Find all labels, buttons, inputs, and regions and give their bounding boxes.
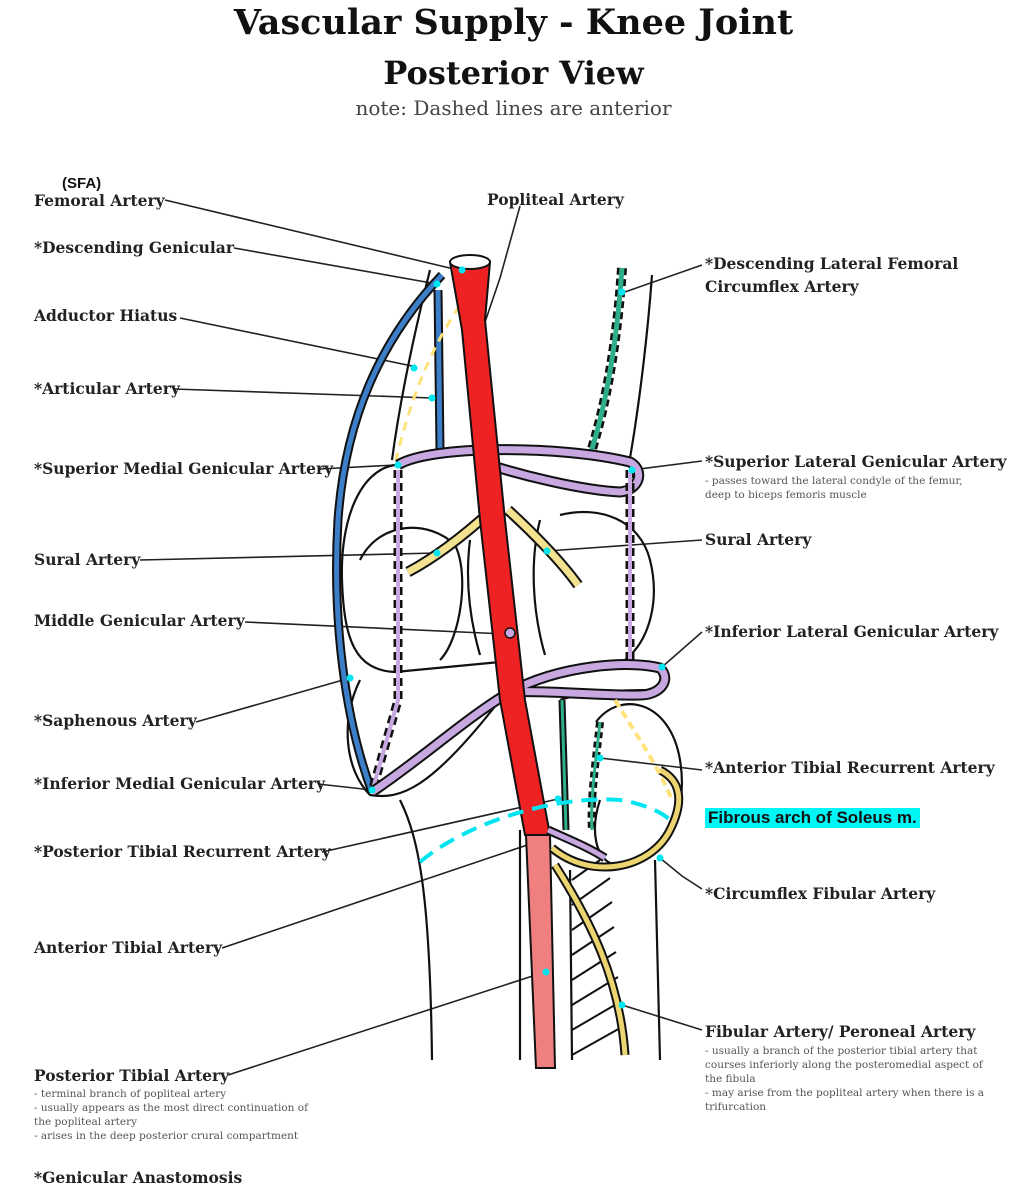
leader-popliteal (482, 205, 521, 329)
note-line: - arises in the deep posterior crural co… (34, 1130, 299, 1142)
lateral-condyle (559, 510, 655, 661)
label-anterior-tibial-recurrent: *Anterior Tibial Recurrent Artery (705, 758, 995, 777)
leader-sural-left (139, 552, 438, 561)
anterior-tibial-branches (558, 699, 604, 831)
diagram-subtitle: Posterior View (383, 54, 644, 92)
label-sural-artery-right: Sural Artery (705, 530, 812, 549)
note-line: the fibula (705, 1073, 756, 1085)
leader-superior-medial (319, 464, 396, 470)
leader-anterior-tibial-recurrent (599, 757, 703, 771)
leader-circumflex-fibular (659, 857, 703, 890)
leader-descending-genicular (233, 247, 438, 285)
leader-articular (173, 388, 433, 399)
leader-saphenous (195, 677, 351, 723)
medial-condyle (340, 463, 501, 674)
label-adductor-hiatus: Adductor Hiatus (34, 306, 178, 325)
middle-genicular-origin (504, 627, 516, 639)
diagram-note: note: Dashed lines are anterior (355, 96, 672, 120)
note-line: - usually appears as the most direct con… (34, 1102, 308, 1114)
popliteal-cut-end (449, 254, 491, 270)
descending-lateral-femoral-circumflex (585, 267, 627, 457)
fibrous-arch-soleus (418, 797, 672, 864)
label-articular-artery: *Articular Artery (34, 379, 180, 398)
note-line: - terminal branch of popliteal artery (34, 1088, 227, 1100)
label-fibrous-arch-soleus: Fibrous arch of Soleus m. (705, 808, 920, 828)
label-superior-medial-genicular: *Superior Medial Genicular Artery (34, 459, 334, 478)
leader-inferior-lateral (661, 631, 703, 668)
label-inferior-medial-genicular: *Inferior Medial Genicular Artery (34, 774, 326, 793)
label-femoral-artery: Femoral Artery (34, 191, 165, 210)
leader-fibular (621, 1004, 703, 1031)
note-line: - usually a branch of the posterior tibi… (705, 1045, 978, 1057)
fibula-shaft-medial (568, 869, 574, 1061)
note-line: - passes toward the lateral condyle of t… (705, 475, 963, 487)
note-line: - may arise from the popliteal artery wh… (705, 1087, 985, 1099)
leader-posterior-tibial-recurrent (321, 798, 559, 853)
note-posterior-tibial: - terminal branch of popliteal artery - … (34, 1087, 308, 1143)
leader-sural-right (546, 539, 703, 552)
label-descending-genicular: *Descending Genicular (34, 238, 234, 257)
label-saphenous-artery: *Saphenous Artery (34, 711, 197, 730)
label-fibular-artery: Fibular Artery/ Peroneal Artery (705, 1022, 976, 1041)
note-fibular: - usually a branch of the posterior tibi… (705, 1044, 984, 1114)
leader-inferior-medial (317, 783, 373, 791)
label-sural-artery-left: Sural Artery (34, 550, 141, 569)
leader-middle-genicular (244, 621, 506, 635)
fibular-arteries (549, 698, 684, 1056)
leader-posterior-tibial (227, 971, 546, 1076)
leader-lines (139, 199, 703, 1076)
label-middle-genicular: Middle Genicular Artery (34, 611, 245, 630)
interosseous-hatching (571, 859, 623, 1056)
fibula-shaft-lateral (653, 859, 662, 1061)
label-popliteal-artery: Popliteal Artery (487, 190, 624, 209)
posterior-tibial-artery (524, 834, 557, 1069)
label-inferior-lateral-genicular: *Inferior Lateral Genicular Artery (705, 622, 999, 641)
note-line: deep to biceps femoris muscle (705, 489, 867, 501)
label-posterior-tibial-recurrent: *Posterior Tibial Recurrent Artery (34, 842, 331, 861)
intercondylar-line (466, 539, 482, 656)
fibula-head (593, 703, 683, 867)
note-line: trifurcation (705, 1101, 767, 1113)
leader-descending-lateral (621, 264, 703, 294)
note-line: the popliteal artery (34, 1116, 138, 1128)
genicular-anastomosis-ring (367, 444, 671, 797)
femur-shaft-lateral (628, 274, 654, 459)
posterior-tibial-recurrent (546, 827, 607, 861)
saphenous-artery-path (332, 271, 446, 794)
leader-adductor-hiatus (179, 317, 413, 367)
label-anterior-tibial-artery: Anterior Tibial Artery (34, 938, 223, 957)
label-circumflex-fibular: *Circumflex Fibular Artery (705, 884, 936, 903)
note-superior-lateral-genicular: - passes toward the lateral condyle of t… (705, 474, 963, 502)
label-superior-lateral-genicular: *Superior Lateral Genicular Artery (705, 452, 1007, 471)
label-posterior-tibial-artery: Posterior Tibial Artery (34, 1066, 230, 1085)
diagram-title: Vascular Supply - Knee Joint (233, 2, 794, 43)
leader-superior-lateral (631, 460, 703, 471)
label-descending-lateral-femoral-2: Circumflex Artery (705, 277, 859, 296)
note-line: courses inferiorly along the posteromedi… (705, 1059, 983, 1071)
leader-anterior-tibial (221, 837, 549, 949)
label-genicular-anastomosis: *Genicular Anastomosis (34, 1168, 243, 1187)
sfa-label: (SFA) (62, 175, 102, 192)
label-descending-lateral-femoral-1: *Descending Lateral Femoral (705, 254, 959, 273)
label-anchor-points (346, 266, 666, 1009)
leader-femoral (164, 199, 459, 271)
tibia-shaft-medial (399, 799, 434, 1061)
